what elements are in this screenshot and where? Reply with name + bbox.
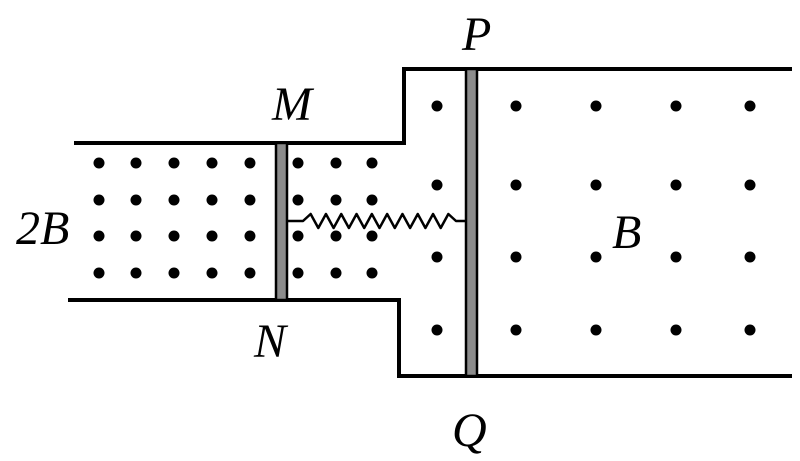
field-dot xyxy=(431,179,443,191)
field-dot xyxy=(744,179,756,191)
field-dot xyxy=(510,179,522,191)
rod-mn xyxy=(274,141,289,302)
field-dot xyxy=(130,157,142,169)
field-dot xyxy=(206,230,218,242)
field-dot xyxy=(744,324,756,336)
field-dot xyxy=(670,179,682,191)
field-dot xyxy=(510,324,522,336)
field-dot xyxy=(93,267,105,279)
field-dot xyxy=(330,267,342,279)
rails xyxy=(68,67,792,378)
field-dot xyxy=(590,179,602,191)
field-dot xyxy=(206,157,218,169)
field-dot xyxy=(206,194,218,206)
field-dot xyxy=(292,194,304,206)
field-dot xyxy=(206,267,218,279)
field-dot xyxy=(744,100,756,112)
field-dot xyxy=(366,267,378,279)
lower-rail xyxy=(68,298,792,378)
field-dot xyxy=(330,230,342,242)
field-dot xyxy=(168,157,180,169)
label-p: P xyxy=(461,8,491,61)
label-field-b: B xyxy=(612,206,641,259)
field-dot xyxy=(330,157,342,169)
field-dot xyxy=(670,100,682,112)
field-dot xyxy=(244,194,256,206)
field-dot xyxy=(330,194,342,206)
field-dot xyxy=(590,251,602,263)
rod-pq xyxy=(464,67,479,378)
field-dot xyxy=(431,100,443,112)
field-dot xyxy=(93,194,105,206)
field-dot xyxy=(431,251,443,263)
field-dot xyxy=(292,267,304,279)
upper-rail xyxy=(74,67,792,145)
field-dot xyxy=(130,194,142,206)
field-dot xyxy=(292,230,304,242)
field-dot xyxy=(168,194,180,206)
field-dot xyxy=(366,157,378,169)
label-n: N xyxy=(253,315,289,368)
field-dot xyxy=(510,100,522,112)
field-dot xyxy=(744,251,756,263)
field-dot xyxy=(510,251,522,263)
field-dot xyxy=(168,267,180,279)
field-dot xyxy=(244,230,256,242)
field-dot xyxy=(244,267,256,279)
field-dot xyxy=(168,230,180,242)
field-dot xyxy=(431,324,443,336)
spring xyxy=(287,212,466,230)
field-dot xyxy=(670,324,682,336)
field-dot xyxy=(590,324,602,336)
field-dot xyxy=(93,157,105,169)
label-q: Q xyxy=(452,404,487,457)
field-dot xyxy=(130,230,142,242)
field-dot xyxy=(130,267,142,279)
magnetic-field-dots xyxy=(93,100,756,336)
field-dot xyxy=(670,251,682,263)
field-dot xyxy=(366,230,378,242)
label-field-2b: 2B xyxy=(16,202,69,255)
field-dot xyxy=(590,100,602,112)
field-dot xyxy=(93,230,105,242)
label-m: M xyxy=(271,78,315,131)
field-dot xyxy=(292,157,304,169)
field-dot xyxy=(244,157,256,169)
field-dot xyxy=(366,194,378,206)
